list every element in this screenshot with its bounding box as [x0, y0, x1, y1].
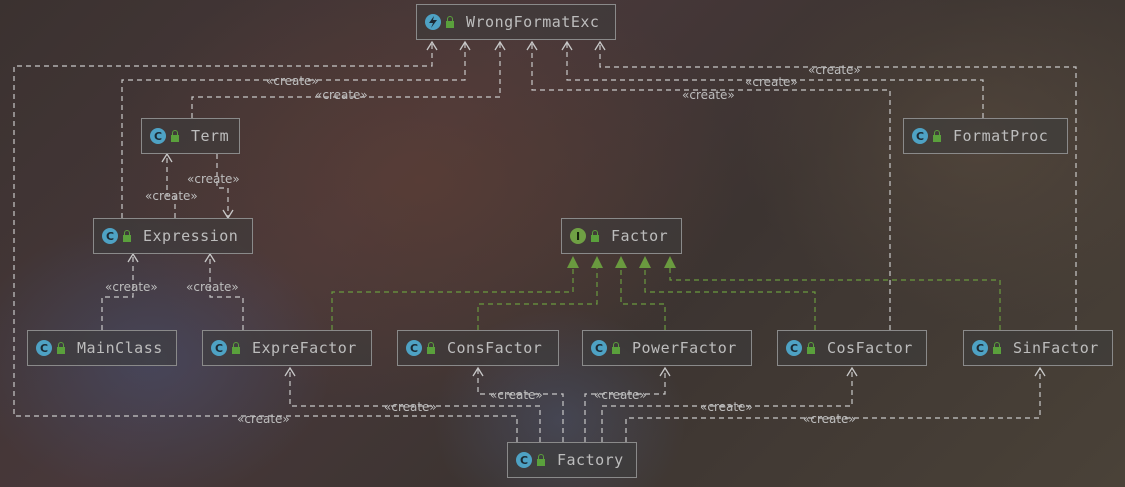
- edge-exprefactor-to-expression: [209, 254, 244, 330]
- edge-factory-to-cosfactor: [601, 368, 853, 442]
- edge-cosfactor-implements-factor: [644, 268, 816, 330]
- create-label: «create»: [745, 75, 798, 89]
- lock-icon: [993, 341, 1001, 354]
- node-label: Factory: [557, 451, 624, 469]
- create-label: «create»: [186, 280, 239, 294]
- node-label: Term: [191, 127, 230, 145]
- edge-factory-to-exprefactor: [289, 368, 541, 442]
- create-label: «create»: [490, 388, 543, 402]
- create-label: «create»: [145, 189, 198, 203]
- edge-term-to-expression: [216, 154, 229, 218]
- create-label: «create»: [803, 412, 856, 426]
- lock-icon: [57, 341, 65, 354]
- node-exprefactor[interactable]: C ExpreFactor: [202, 330, 372, 366]
- lock-icon: [933, 129, 941, 142]
- node-label: CosFactor: [827, 339, 913, 357]
- class-icon: C: [102, 228, 118, 244]
- create-label: «create»: [105, 280, 158, 294]
- create-label: «create»: [266, 74, 319, 88]
- node-label: SinFactor: [1013, 339, 1099, 357]
- interface-icon: I: [570, 228, 586, 244]
- node-label: WrongFormatExc: [466, 13, 600, 31]
- edge-factory-to-sinfactor: [625, 368, 1041, 442]
- lock-icon: [537, 453, 545, 466]
- node-term[interactable]: C Term: [141, 118, 240, 154]
- node-label: MainClass: [77, 339, 163, 357]
- node-label: Expression: [143, 227, 239, 245]
- node-consfactor[interactable]: C ConsFactor: [397, 330, 559, 366]
- class-icon: C: [211, 340, 227, 356]
- node-label: PowerFactor: [632, 339, 737, 357]
- lock-icon: [807, 341, 815, 354]
- lock-icon: [123, 229, 131, 242]
- node-factory[interactable]: C Factory: [507, 442, 637, 478]
- edge-exprefactor-implements-factor: [331, 268, 574, 330]
- create-label: «create»: [237, 412, 290, 426]
- edge-expression-to-wrongformatexc: [121, 42, 466, 218]
- node-factor[interactable]: I Factor: [561, 218, 682, 254]
- class-icon: C: [150, 128, 166, 144]
- edge-term-to-wrongformatexc: [191, 42, 501, 118]
- edge-mainclass-to-expression: [101, 254, 134, 330]
- edge-factory-left-to-wrongformatexc: [13, 42, 518, 442]
- create-label: «create»: [808, 63, 861, 77]
- edge-expression-to-term: [166, 154, 176, 218]
- edge-sinfactor-implements-factor: [669, 268, 1001, 330]
- edge-powerfactor-implements-factor: [620, 268, 666, 330]
- lock-icon: [612, 341, 620, 354]
- node-expression[interactable]: C Expression: [93, 218, 253, 254]
- class-icon: C: [516, 452, 532, 468]
- node-wrongformatexc[interactable]: WrongFormatExc: [416, 4, 616, 40]
- edge-factory-to-powerfactor: [584, 368, 666, 442]
- create-label: «create»: [187, 172, 240, 186]
- edge-consfactor-implements-factor: [477, 268, 598, 330]
- create-label: «create»: [682, 88, 735, 102]
- edge-cosfactor-to-wrongformatexc: [531, 42, 891, 330]
- class-icon: C: [912, 128, 928, 144]
- lock-icon: [232, 341, 240, 354]
- lightning-exception-icon: [425, 14, 441, 30]
- class-icon: C: [406, 340, 422, 356]
- lock-icon: [446, 15, 454, 28]
- lock-icon: [171, 129, 179, 142]
- create-label: «create»: [594, 388, 647, 402]
- create-label: «create»: [700, 400, 753, 414]
- node-cosfactor[interactable]: C CosFactor: [777, 330, 927, 366]
- main-class-icon: C: [36, 340, 52, 356]
- lock-icon: [427, 341, 435, 354]
- node-label: Factor: [611, 227, 669, 245]
- edge-factory-to-consfactor: [477, 368, 564, 442]
- edge-sinfactor-to-wrongformatexc: [599, 42, 1077, 330]
- lock-icon: [591, 229, 599, 242]
- node-formatproc[interactable]: C FormatProc: [903, 118, 1068, 154]
- node-label: ConsFactor: [447, 339, 543, 357]
- edge-formatproc-to-wrongformatexc: [566, 42, 984, 118]
- node-mainclass[interactable]: C MainClass: [27, 330, 177, 366]
- class-icon: C: [786, 340, 802, 356]
- class-icon: C: [591, 340, 607, 356]
- node-label: ExpreFactor: [252, 339, 357, 357]
- node-label: FormatProc: [953, 127, 1049, 145]
- create-label: «create»: [315, 88, 368, 102]
- node-powerfactor[interactable]: C PowerFactor: [582, 330, 752, 366]
- node-sinfactor[interactable]: C SinFactor: [963, 330, 1113, 366]
- class-icon: C: [972, 340, 988, 356]
- create-label: «create»: [384, 400, 437, 414]
